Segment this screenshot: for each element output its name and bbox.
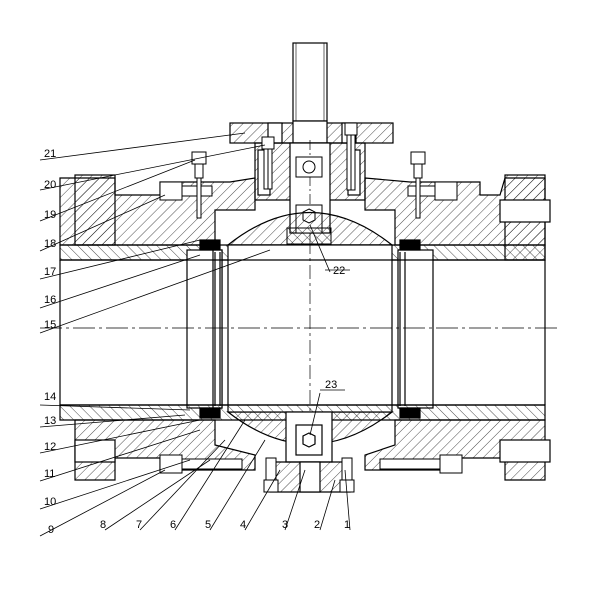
callout-16: 16 xyxy=(44,294,56,306)
callout-17: 17 xyxy=(44,266,56,278)
callout-18: 18 xyxy=(44,238,56,250)
left-flange-top xyxy=(74,174,116,246)
callout-3: 3 xyxy=(282,519,288,531)
callout-22: 22 xyxy=(333,265,345,277)
callout-5: 5 xyxy=(205,519,211,531)
injection-fitting-top-right xyxy=(410,151,426,219)
callout-7: 7 xyxy=(136,519,142,531)
seat-right xyxy=(397,239,434,419)
callout-21: 21 xyxy=(44,148,56,160)
callout-2: 2 xyxy=(314,519,320,531)
callout-9: 9 xyxy=(48,524,54,536)
seat-left xyxy=(186,239,223,419)
stem xyxy=(292,42,328,122)
housing-bolt-right xyxy=(344,122,358,191)
callout-15: 15 xyxy=(44,319,56,331)
right-flange-bottom xyxy=(499,439,551,463)
callout-4: 4 xyxy=(240,519,246,531)
left-flange-bottom xyxy=(74,439,116,463)
body-bolt-top-right xyxy=(407,181,458,201)
callout-14: 14 xyxy=(44,391,56,403)
callout-8: 8 xyxy=(100,519,106,531)
callout-20: 20 xyxy=(44,179,56,191)
callout-labels: 21 20 19 18 17 16 15 14 13 12 11 10 9 8 … xyxy=(44,148,350,536)
body-bolt-bottom-right xyxy=(379,454,463,474)
right-flange-top xyxy=(499,174,551,261)
top-mounting-plate xyxy=(229,120,394,144)
callout-10: 10 xyxy=(44,496,56,508)
callout-1: 1 xyxy=(344,519,350,531)
callout-19: 19 xyxy=(44,209,56,221)
callout-13: 13 xyxy=(44,415,56,427)
callout-12: 12 xyxy=(44,441,56,453)
lower-trunnion xyxy=(269,411,351,493)
body-bolt-bottom-left xyxy=(159,454,243,474)
callout-11: 11 xyxy=(44,468,55,480)
housing-bolt-left xyxy=(261,136,275,190)
callout-6: 6 xyxy=(170,519,176,531)
leader-lines xyxy=(39,132,351,537)
callout-23: 23 xyxy=(325,379,337,391)
